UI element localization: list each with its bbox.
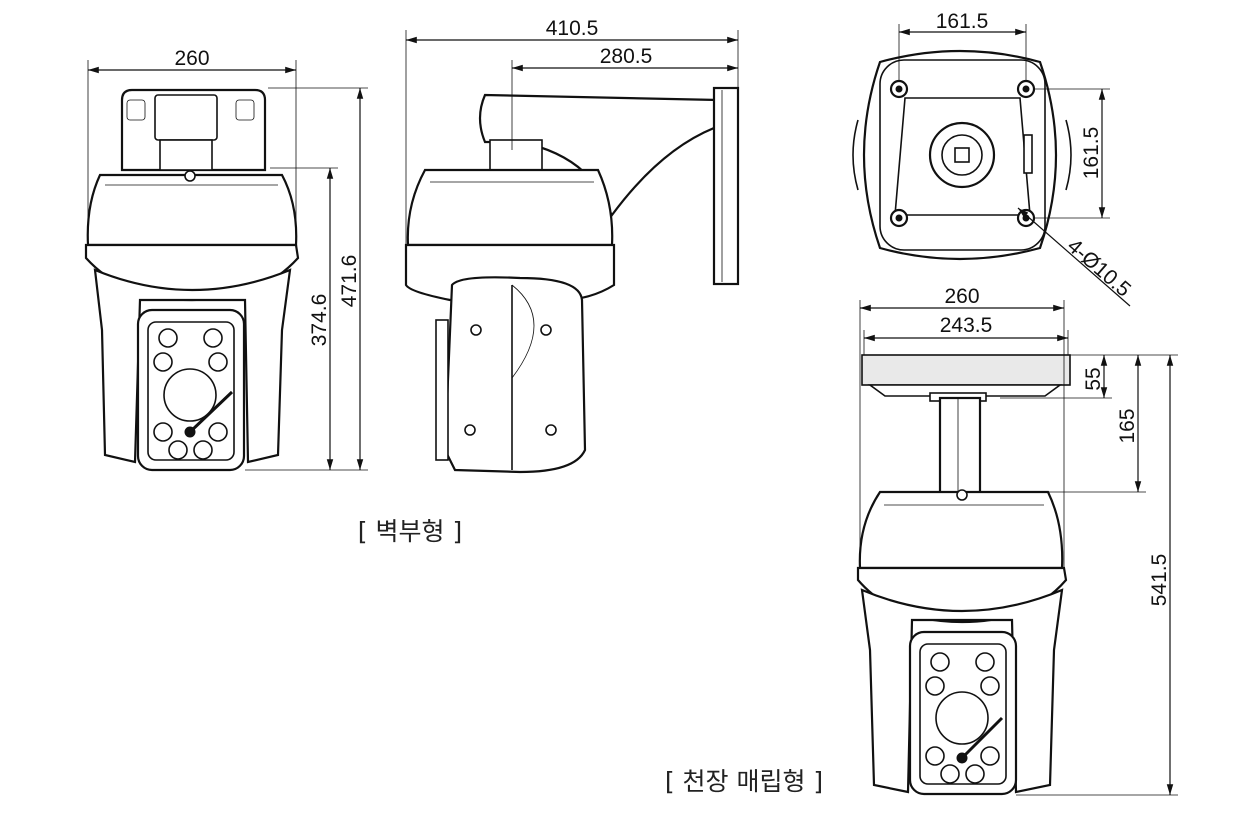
- mount-plate-top-view: [852, 49, 1072, 261]
- ceiling-view: [856, 354, 1071, 796]
- ceiling-plate-width-label: 243.5: [940, 314, 993, 337]
- mount-holes-label: 4-Ø10.5: [1063, 234, 1135, 301]
- wall-side-arm-label: 280.5: [600, 45, 653, 68]
- ceiling-width-label: 260: [944, 285, 979, 308]
- wall-side-total-label: 410.5: [546, 17, 599, 40]
- ceiling-plate-height-label: 55: [1082, 367, 1105, 390]
- ceiling-pipe-height-label: 165: [1116, 408, 1139, 443]
- ceiling-dimensions: 260 243.5 55 165 541.5: [859, 285, 1178, 796]
- wall-mount-caption: [ 벽부형 ]: [358, 517, 462, 546]
- wall-front-dimensions: 260 374.6 471.6: [87, 47, 368, 471]
- wall-front-width-label: 260: [174, 47, 209, 70]
- wall-side-view: [404, 86, 740, 474]
- wall-side-dimensions: 410.5 280.5: [405, 17, 739, 245]
- ceiling-total-height-label: 541.5: [1148, 554, 1171, 607]
- wall-front-body-height-label: 374.6: [308, 294, 331, 347]
- wall-front-total-height-label: 471.6: [338, 255, 361, 308]
- mount-plate-width-label: 161.5: [936, 10, 989, 33]
- wall-front-view: [84, 88, 300, 472]
- ceiling-mount-caption: [ 천장 매립형 ]: [665, 767, 823, 796]
- mount-plate-height-label: 161.5: [1080, 127, 1103, 180]
